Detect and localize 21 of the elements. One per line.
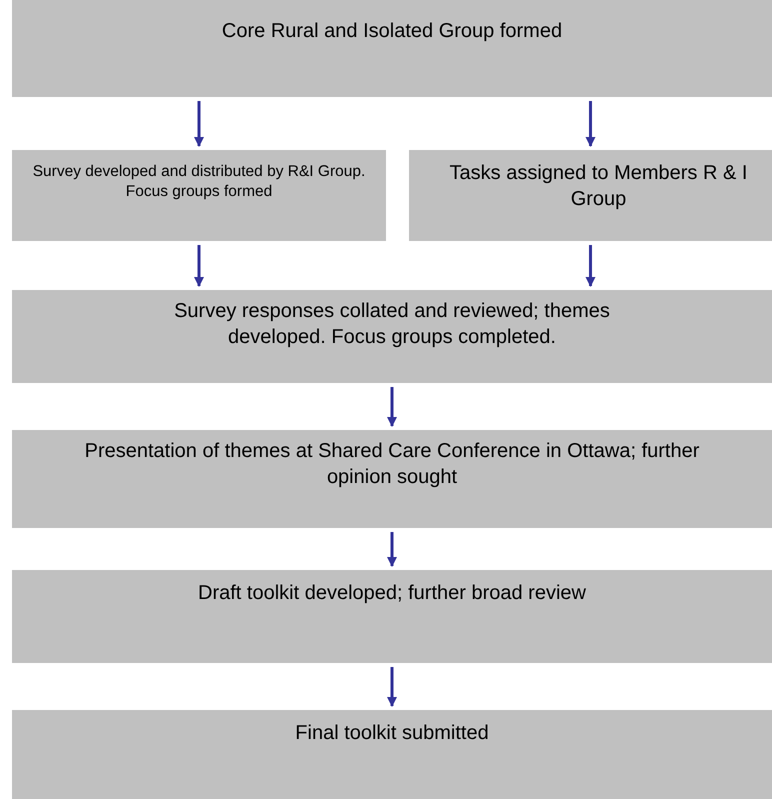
box-text: Survey developed and distributed by R&I Group. Focus groups formed	[32, 162, 366, 202]
box-text: Final toolkit submitted	[295, 721, 489, 746]
arrow	[387, 387, 397, 427]
process-box	[12, 710, 772, 799]
arrow	[387, 667, 397, 707]
box-text: Presentation of themes at Shared Care Conference in Ottawa; further opinion sought	[84, 439, 700, 490]
process-box	[12, 0, 772, 97]
box-text: Survey responses collated and reviewed; themes developed. Focus groups completed.	[173, 299, 611, 350]
arrow	[586, 101, 596, 147]
process-box	[12, 430, 772, 528]
process-box	[12, 570, 772, 663]
process-box	[12, 290, 772, 383]
arrow	[586, 245, 596, 287]
process-box	[12, 150, 386, 241]
process-box	[409, 150, 772, 241]
arrow	[387, 532, 397, 567]
box-text: Core Rural and Isolated Group formed	[222, 19, 562, 44]
arrow	[194, 245, 204, 287]
box-text: Draft toolkit developed; further broad review	[198, 581, 586, 606]
arrow	[194, 101, 204, 147]
box-text: Tasks assigned to Members R & I Group	[448, 161, 748, 212]
